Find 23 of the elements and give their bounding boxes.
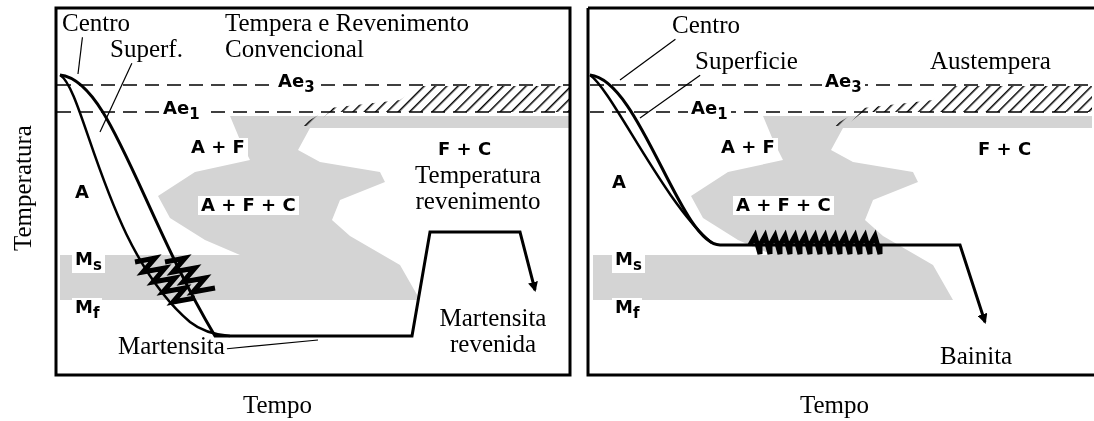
leader-line (619, 38, 676, 81)
axis-title: Tempo (243, 392, 313, 419)
phase-label: A + F + C (198, 196, 299, 215)
curve-label: Martensita revenida (438, 305, 548, 358)
leader-line (77, 36, 83, 75)
line-label: M$_{s}$ (612, 250, 645, 274)
curve-label: Temperatura revenimento (414, 162, 542, 215)
phase-label: A + F (188, 138, 248, 157)
curve-label: Superf. (110, 36, 183, 63)
leader-line (226, 339, 319, 350)
axis-title: Tempo (800, 392, 870, 419)
curve-label: Martensita (118, 333, 225, 360)
leader-line (99, 62, 133, 133)
leader-line (639, 74, 701, 119)
panel-title: Tempera e Revenimento Convencional (225, 10, 470, 63)
panel-title: Austempera (930, 48, 1051, 75)
phase-label: A + F + C (733, 196, 834, 215)
curve-label: Bainita (940, 343, 1013, 370)
curve-label: Centro (62, 10, 131, 37)
curve-label: Centro (672, 12, 741, 39)
line-label: M$_{s}$ (72, 250, 105, 274)
axis-title: Temperatura (9, 125, 37, 252)
curve-label: Superficie (695, 48, 798, 75)
